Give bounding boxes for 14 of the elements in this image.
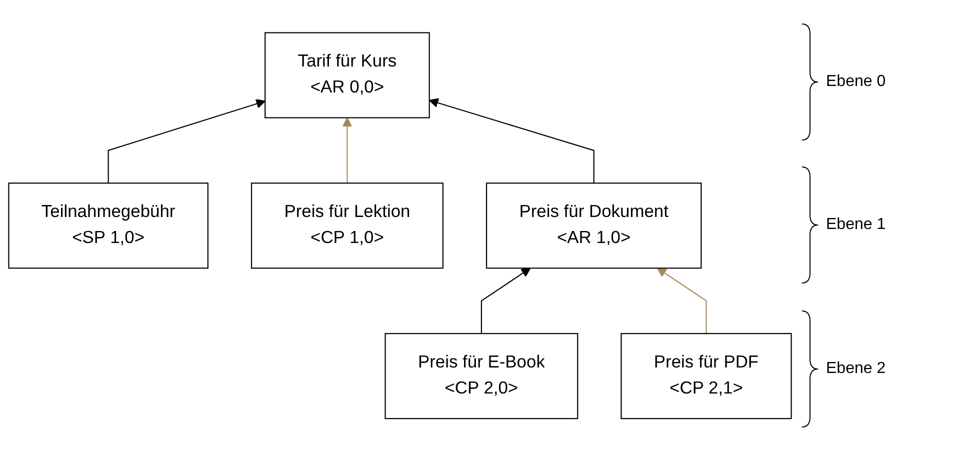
arrow: [108, 98, 266, 183]
arrow: [342, 117, 352, 183]
node-box: Preis für E-Book <CP 2,0>: [384, 332, 578, 419]
node-box: Tarif für Kurs <AR 0,0>: [264, 32, 430, 118]
level-label: Ebene 2: [826, 360, 886, 378]
arrow: [656, 268, 707, 334]
node-box: Preis für Lektion <CP 1,0>: [250, 182, 444, 269]
level-label: Ebene 0: [826, 72, 886, 91]
arrow: [428, 98, 594, 183]
node-box: Teilnahmegebühr <SP 1,0>: [8, 182, 208, 269]
node-box: Preis für Dokument <AR 1,0>: [486, 182, 702, 269]
level-label: Ebene 1: [826, 216, 886, 234]
arrow: [480, 268, 531, 334]
node-box: Preis für PDF <CP 2,1>: [620, 332, 792, 419]
